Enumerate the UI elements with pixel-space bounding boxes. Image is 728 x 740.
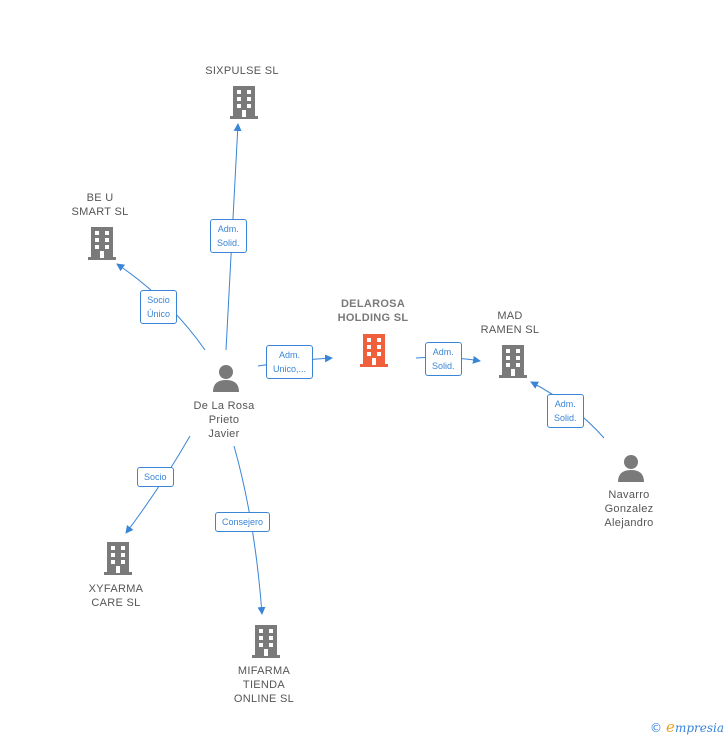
building-icon[interactable] (250, 623, 282, 659)
node-label-xyfarma: XYFARMA CARE SL (88, 583, 144, 609)
edge-label-sixpulse[interactable]: Adm. Solid. (210, 219, 247, 253)
edge-label-navarro[interactable]: Adm. Solid. (547, 394, 584, 428)
brand-name: mpresia (674, 721, 724, 735)
node-label-person-main: De La Rosa Prieto Javier (193, 400, 255, 440)
building-icon[interactable] (497, 343, 529, 379)
edge-label-mifarma[interactable]: Consejero (215, 512, 271, 532)
building-icon[interactable] (86, 225, 118, 261)
building-icon[interactable] (102, 540, 134, 576)
edge-label-delarosa[interactable]: Adm. Unico,... (266, 345, 314, 379)
person-icon[interactable] (211, 363, 241, 393)
person-icon[interactable] (616, 453, 646, 483)
edge-label-madramen[interactable]: Adm. Solid. (425, 342, 462, 376)
node-label-navarro: Navarro Gonzalez Alejandro (604, 489, 654, 529)
node-label-mifarma: MIFARMA TIENDA ONLINE SL (233, 665, 295, 705)
node-label-beu: BE U SMART SL (71, 192, 129, 218)
node-label-sixpulse: SIXPULSE SL (205, 65, 279, 77)
building-icon[interactable] (228, 84, 260, 120)
edge-label-xyfarma[interactable]: Socio (137, 467, 174, 487)
footer-brand[interactable]: ©empresia (650, 718, 724, 736)
brand-e-logo: e (666, 718, 675, 736)
building-icon[interactable] (358, 332, 390, 368)
edge-label-beu[interactable]: Socio Único (140, 290, 178, 324)
copyright-symbol: © (650, 721, 663, 735)
node-label-delarosa: DELAROSA HOLDING SL (337, 298, 409, 324)
node-label-madramen: MAD RAMEN SL (480, 310, 540, 336)
